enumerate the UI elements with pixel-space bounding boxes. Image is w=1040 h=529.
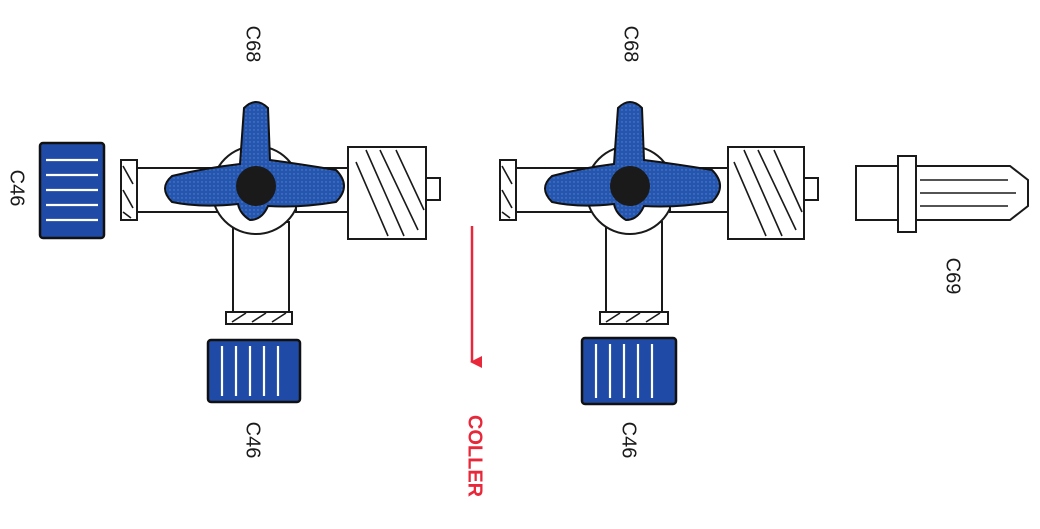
right-valve-handle-c68 [544, 101, 721, 222]
right-bottom-cap-c46 [580, 336, 678, 406]
label-c69: C69 [942, 258, 964, 295]
right-stopcock-assembly [499, 101, 819, 325]
left-bottom-cap-c46 [206, 338, 302, 404]
label-c46-right-bottom: C46 [618, 422, 640, 459]
left-end-cap-c46 [38, 141, 106, 240]
label-c46-left-cap: C46 [6, 170, 28, 207]
right-bottom-port [599, 221, 669, 325]
label-c68-right: C68 [620, 26, 642, 63]
label-c68-left: C68 [242, 26, 264, 63]
left-valve-handle-c68 [164, 101, 345, 222]
left-bottom-port [225, 221, 293, 325]
plug-c69 [855, 155, 1029, 233]
label-coller: COLLER [464, 415, 486, 498]
label-c46-left-bottom: C46 [242, 422, 264, 459]
left-stopcock-assembly [38, 101, 441, 325]
